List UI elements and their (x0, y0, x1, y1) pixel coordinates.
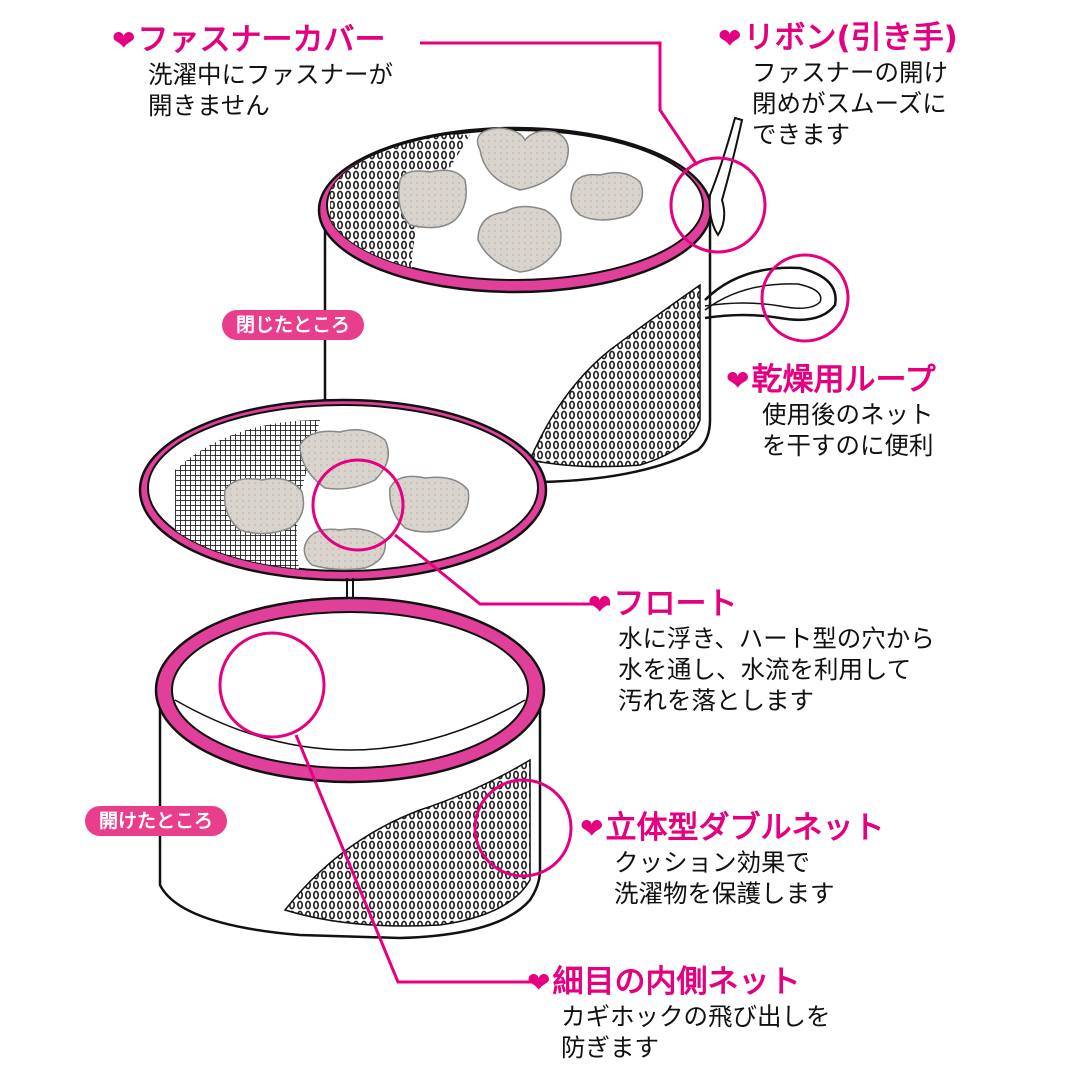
heart-icon: ❤ (726, 364, 750, 397)
callout-ribbon (669, 156, 767, 254)
float-heart-1 (299, 429, 390, 490)
feature-float: ❤フロート 水に浮き、ハート型の穴から水を通し、水流を利用して汚れを落とします (588, 586, 935, 716)
leader-zipper-cover (420, 41, 699, 166)
feature-ribbon-desc: ファスナーの開け閉めがスムーズにできます (752, 58, 948, 149)
feature-drying-loop: ❤乾燥用ループ 使用後のネットを干すのに便利 (726, 362, 936, 461)
feature-inner-net-title: ❤細目の内側ネット (527, 964, 801, 1000)
feature-zipper-cover: ❤ファスナーカバー 洗濯中にファスナーが開きません (112, 22, 393, 121)
open-pouch (154, 596, 546, 940)
float-heart-2 (223, 477, 305, 535)
badge-open: 開けたところ (85, 806, 228, 836)
drying-loop-strap (704, 266, 837, 322)
feature-ribbon-title: ❤リボン(引き手) (718, 20, 958, 56)
feature-drying-loop-title: ❤乾燥用ループ (726, 362, 936, 398)
lid-heart-3 (570, 171, 644, 221)
feature-double-net-title: ❤立体型ダブルネット (580, 810, 885, 846)
ribbon-pull (708, 116, 744, 237)
feature-float-desc: 水に浮き、ハート型の穴から水を通し、水流を利用して汚れを落とします (618, 624, 935, 715)
lid-heart-2 (398, 169, 467, 229)
feature-drying-loop-desc: 使用後のネットを干すのに便利 (762, 400, 934, 460)
heart-icon: ❤ (588, 588, 612, 621)
heart-icon: ❤ (718, 22, 742, 55)
callouts (218, 41, 850, 984)
lid-heart-1 (476, 127, 570, 191)
heart-icon: ❤ (527, 966, 551, 999)
callout-double-net (473, 778, 573, 878)
leader-float (394, 533, 610, 606)
callout-inner-net (218, 631, 326, 739)
lid-heart-4 (477, 205, 562, 273)
feature-zipper-cover-title: ❤ファスナーカバー (112, 22, 386, 58)
open-pouch-side-mesh (283, 758, 531, 927)
feature-ribbon: ❤リボン(引き手) ファスナーの開け閉めがスムーズにできます (718, 20, 958, 150)
badge-closed: 閉じたところ (222, 310, 365, 340)
callout-drying-loop (760, 253, 850, 343)
feature-inner-net: ❤細目の内側ネット カギホックの飛び出しを防ぎます (527, 964, 831, 1063)
open-pouch-opening (171, 611, 529, 769)
heart-icon: ❤ (112, 24, 136, 57)
feature-double-net-desc: クッション効果で洗濯物を保護します (614, 848, 835, 908)
feature-zipper-cover-desc: 洗濯中にファスナーが開きません (148, 60, 393, 120)
float-disc (138, 398, 548, 582)
feature-inner-net-desc: カギホックの飛び出しを防ぎます (561, 1002, 831, 1062)
feature-float-title: ❤フロート (588, 586, 738, 622)
callout-float (311, 458, 405, 552)
leader-inner-net (294, 734, 535, 984)
feature-double-net: ❤立体型ダブルネット クッション効果で洗濯物を保護します (580, 810, 884, 909)
closed-pouch-side-mesh (528, 283, 701, 468)
open-pouch-inner-edge (174, 699, 526, 751)
heart-icon: ❤ (580, 812, 604, 845)
float-heart-3 (389, 475, 470, 533)
